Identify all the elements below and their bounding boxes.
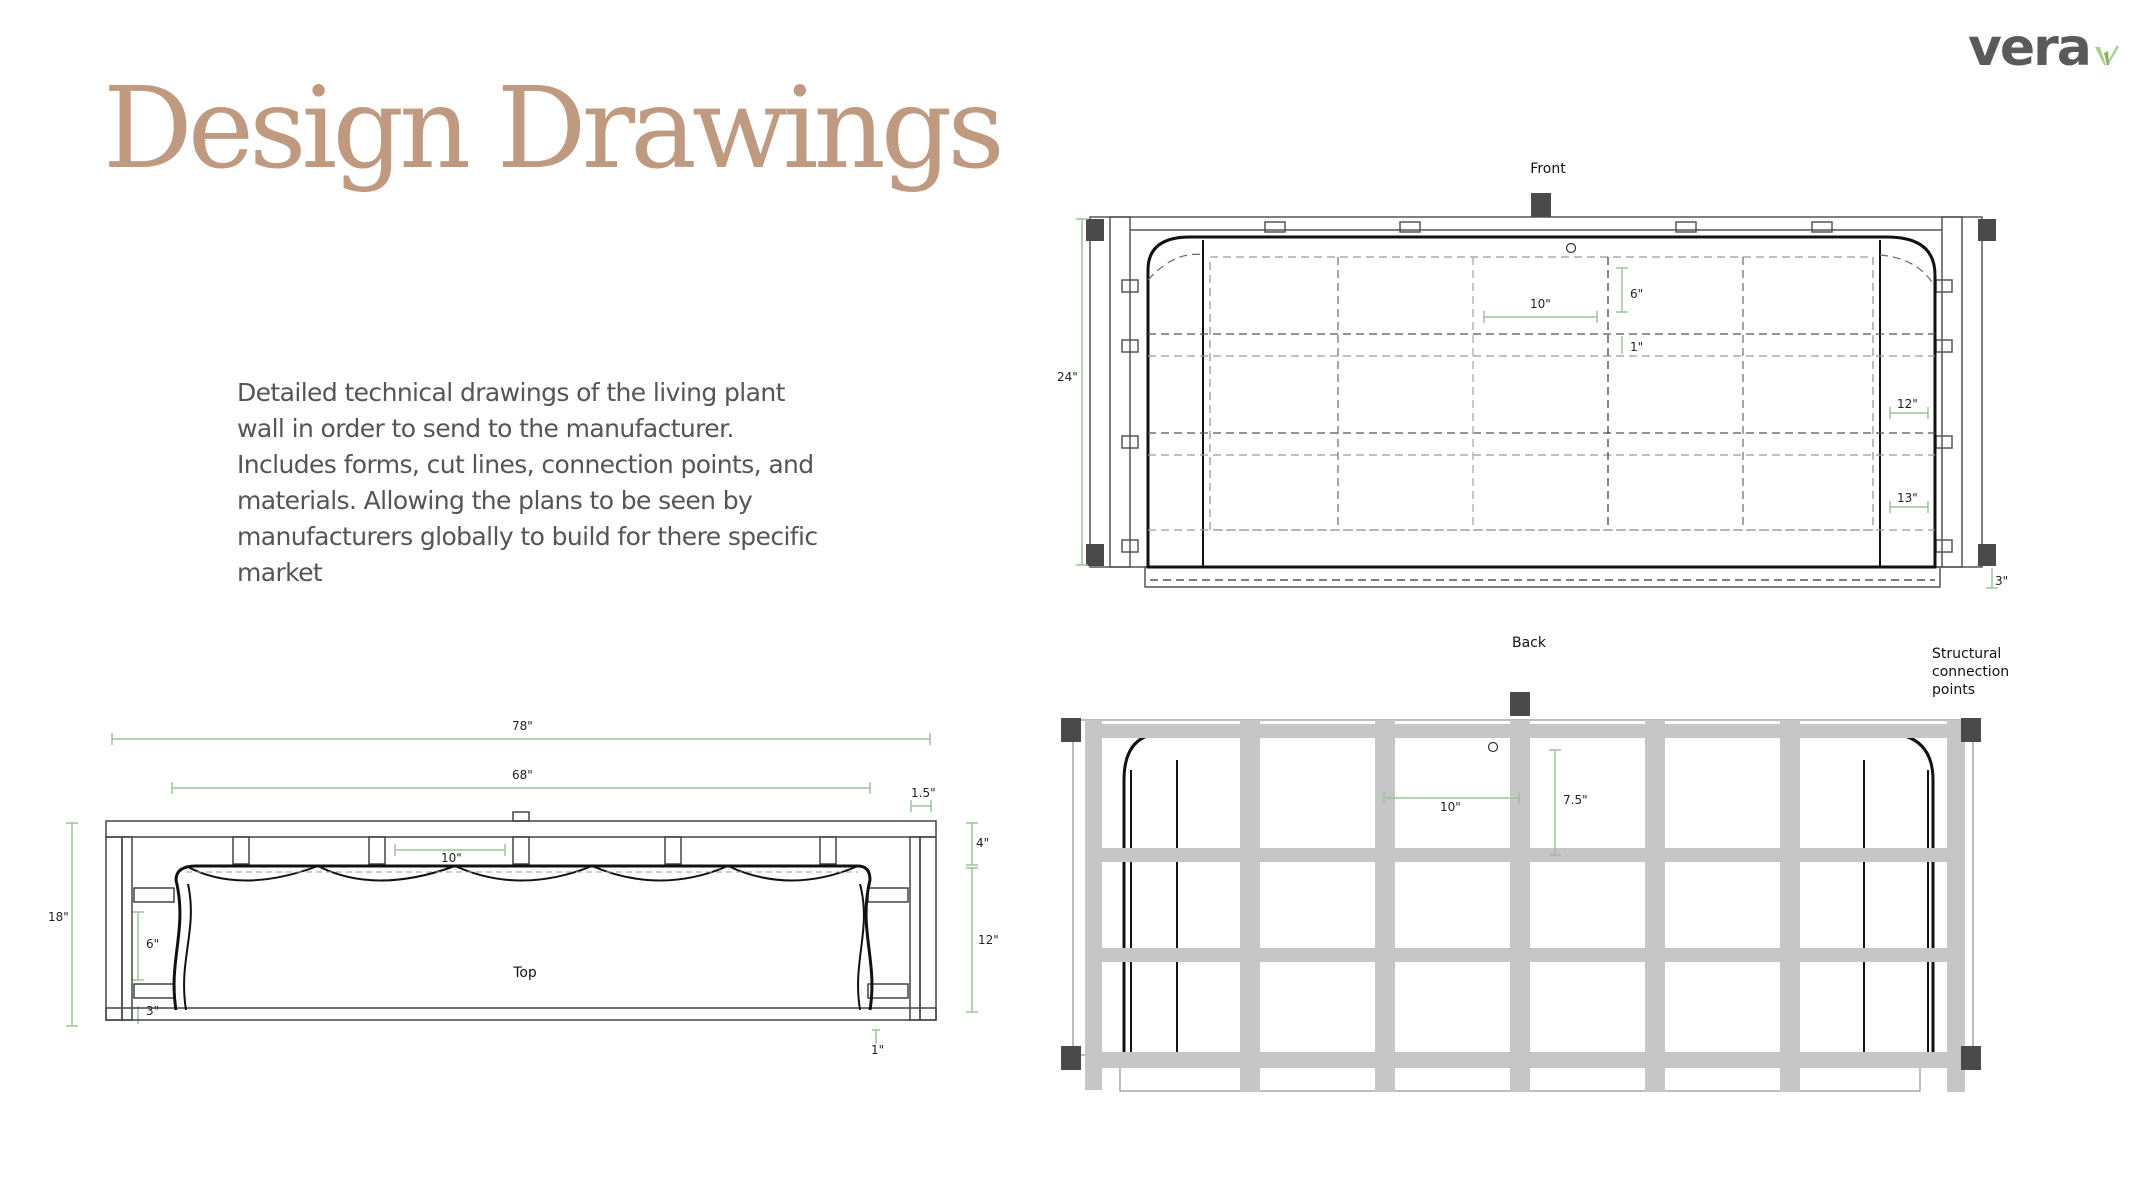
top-dim-cell: 10": [441, 851, 462, 865]
page-title: Design Drawings: [103, 64, 1005, 194]
vera-logo: vera: [1968, 18, 2120, 78]
top-dim-height: 18": [48, 910, 69, 924]
top-view: Top: [48, 719, 999, 1057]
top-dim-side: 6": [146, 937, 159, 951]
top-dim-lip: 1.5": [911, 786, 936, 800]
front-dim-side-b: 13": [1897, 491, 1918, 505]
top-label: Top: [512, 965, 537, 981]
top-dim-depth: 4": [976, 836, 989, 850]
structural-grid: [1085, 720, 1965, 1092]
logo-wordmark: vera: [1968, 18, 2092, 78]
callout-line-3: points: [1932, 682, 1975, 698]
description-text: Detailed technical drawings of the livin…: [237, 378, 818, 587]
front-label: Front: [1530, 161, 1566, 177]
top-dim-overall: 78": [512, 719, 533, 733]
front-view: Front: [1057, 161, 2008, 589]
back-view: Back Structural connection points: [1061, 635, 2009, 1092]
front-dim-side-a: 12": [1897, 397, 1918, 411]
front-dim-cell-width: 10": [1530, 297, 1551, 311]
top-dim-edge: 1": [871, 1043, 884, 1057]
callout-line-2: connection: [1932, 664, 2009, 680]
back-label: Back: [1512, 635, 1547, 651]
front-dim-height: 24": [1057, 370, 1078, 384]
back-dim-cell-width: 10": [1440, 800, 1461, 814]
front-dim-gap: 1": [1630, 340, 1643, 354]
back-connectors: [1061, 692, 1981, 1070]
front-connectors: [1086, 193, 1996, 566]
front-dim-base: 3": [1995, 574, 2008, 588]
back-dim-cell-height: 7.5": [1563, 793, 1588, 807]
front-dim-cell-height: 6": [1630, 287, 1643, 301]
leaf-icon: [2094, 45, 2119, 65]
top-dim-foot: 3": [146, 1004, 159, 1018]
top-dim-height-inner: 12": [978, 933, 999, 947]
top-dim-inner: 68": [512, 768, 533, 782]
callout-line-1: Structural: [1932, 646, 2001, 662]
